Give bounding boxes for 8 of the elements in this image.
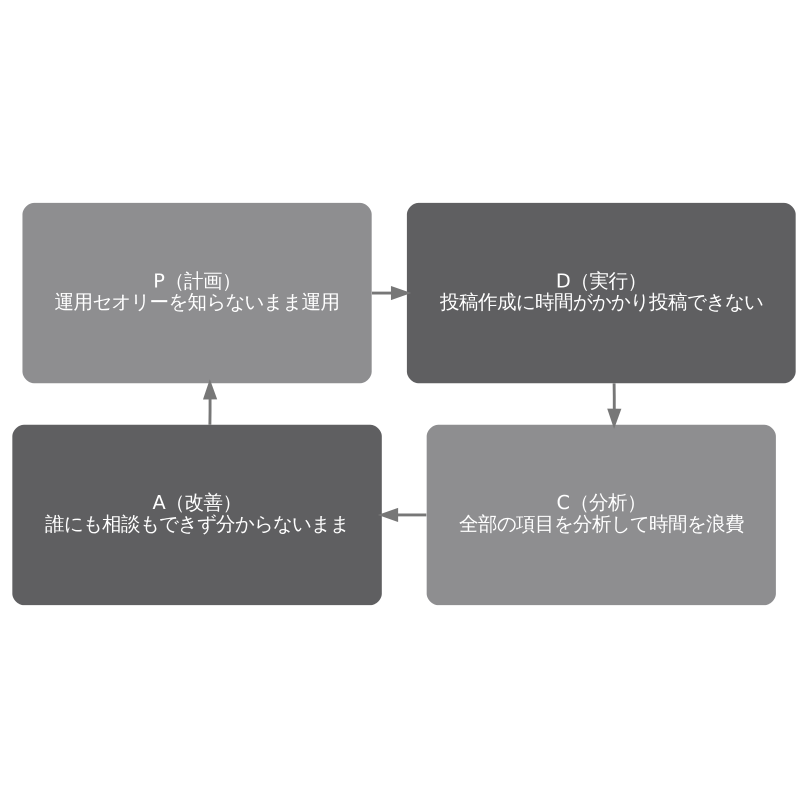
- node-box: D（実行） 投稿作成に時間がかかり投稿できない: [406, 202, 796, 384]
- node-box: A（改善） 誰にも相談もできず分からないまま: [12, 424, 382, 606]
- arrow: [372, 286, 412, 300]
- node-box: P（計画） 運用セオリーを知らないまま運用: [22, 202, 372, 384]
- node-box: C（分析） 全部の項目を分析して時間を浪費: [426, 424, 776, 606]
- arrow: [202, 379, 218, 425]
- arrow: [607, 383, 622, 429]
- arrow: [378, 508, 426, 522]
